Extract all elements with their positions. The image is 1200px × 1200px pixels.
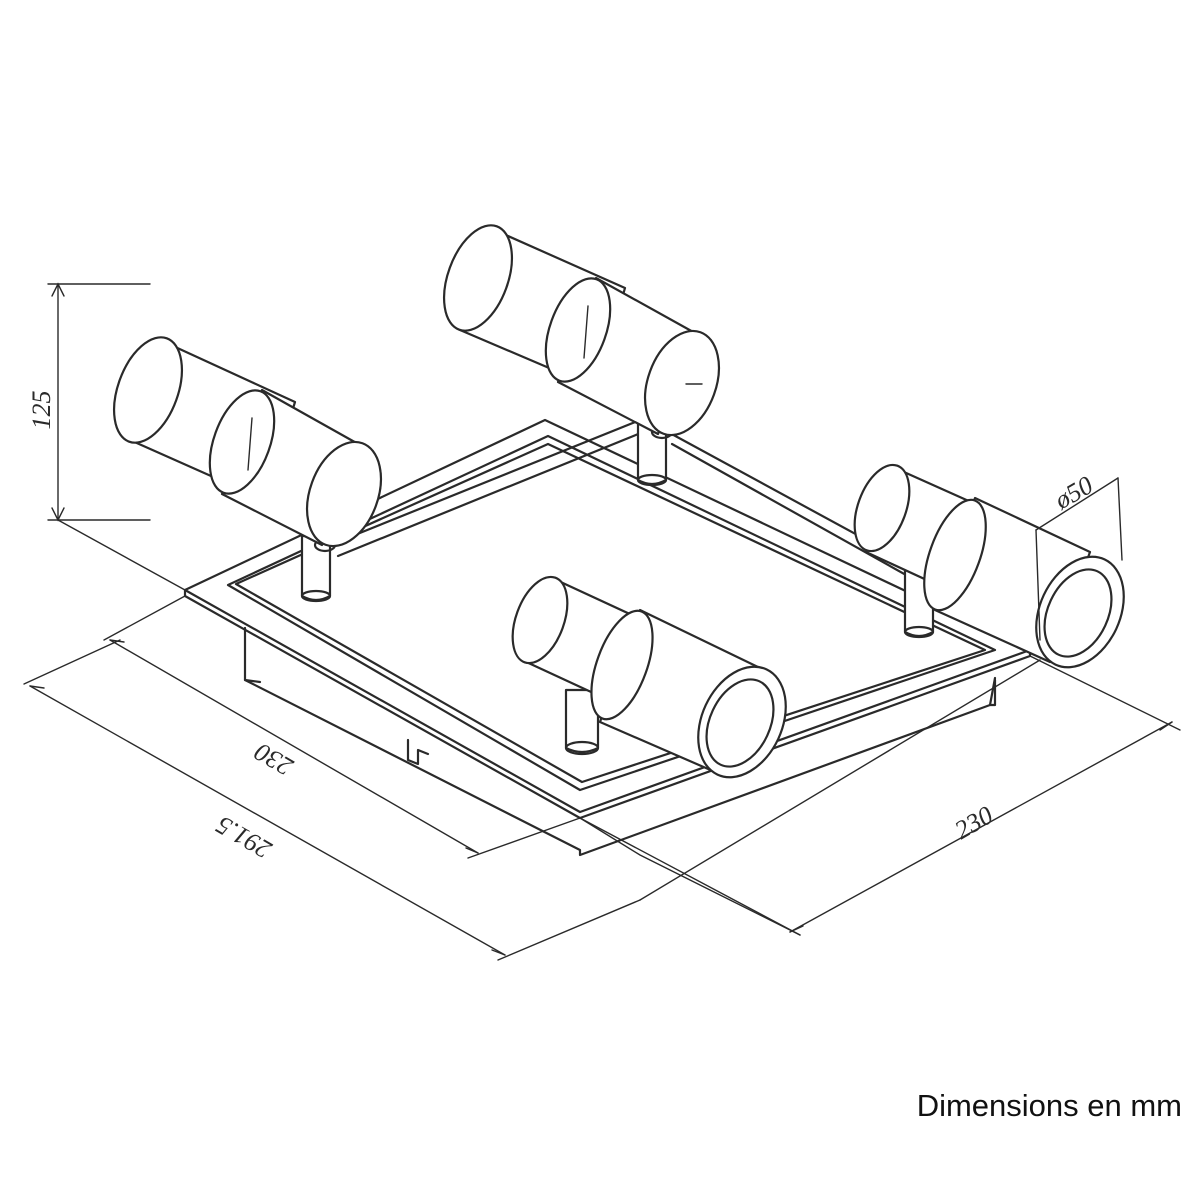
dim-height-label: 125 <box>27 391 56 430</box>
spot-left <box>113 336 383 603</box>
dim-diameter-label: ø50 <box>1049 470 1098 515</box>
spot-front <box>511 575 787 779</box>
dimension-lines <box>23 282 1181 961</box>
dim-depth-label: 230 <box>250 737 298 782</box>
units-caption: Dimensions en mm <box>916 1088 1182 1123</box>
dim-width-label: 230 <box>950 800 998 845</box>
dim-overall-label: 291.5 <box>211 810 276 864</box>
spot-right <box>853 463 1125 669</box>
spot-top <box>443 224 721 487</box>
